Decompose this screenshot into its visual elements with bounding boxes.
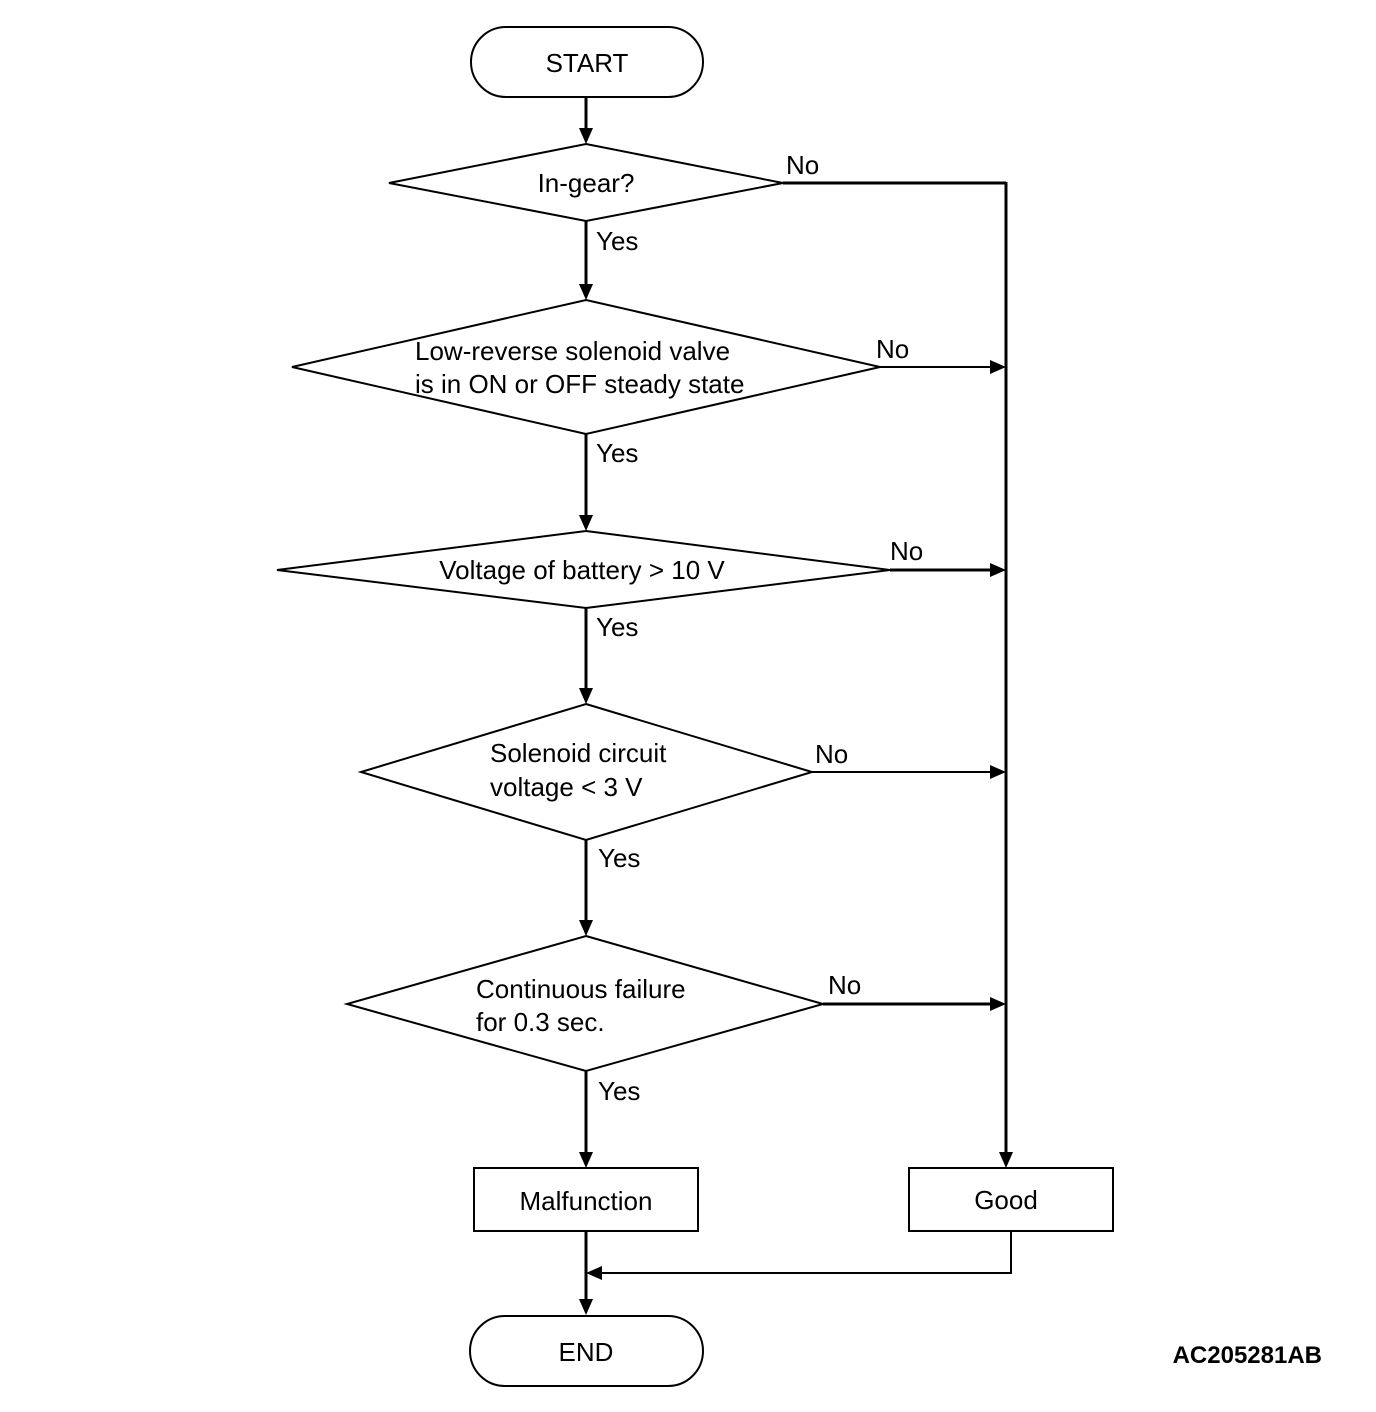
arrowhead: [579, 515, 593, 531]
decision-continuous-failure-text: Continuous failure for 0.3 sec.: [476, 974, 693, 1037]
no-label-2: No: [876, 334, 909, 364]
yes-label-5: Yes: [598, 1076, 640, 1106]
end-label: END: [559, 1337, 614, 1367]
arrowhead: [990, 360, 1006, 374]
arrowhead: [990, 563, 1006, 577]
no-label-1: No: [786, 150, 819, 180]
yes-label-3: Yes: [596, 612, 638, 642]
no-label-3: No: [890, 536, 923, 566]
arrowhead: [579, 920, 593, 936]
decision-in-gear-text: In-gear?: [538, 168, 635, 198]
arrowhead: [990, 765, 1006, 779]
end-terminal: [469, 1315, 704, 1387]
arrowhead: [990, 997, 1006, 1011]
arrowhead: [586, 1266, 602, 1280]
arrowhead: [999, 1152, 1013, 1168]
arrowhead: [579, 688, 593, 704]
decision-solenoid-steady-state: [291, 298, 881, 436]
arrowhead: [579, 284, 593, 300]
arrowhead: [579, 1299, 593, 1315]
decision-battery-voltage-text: Voltage of battery > 10 V: [439, 555, 725, 585]
no-label-4: No: [815, 739, 848, 769]
connector-good-to-merge: [600, 1231, 1012, 1274]
decision-circuit-voltage-text: Solenoid circuit voltage < 3 V: [490, 738, 674, 802]
good-label: Good: [974, 1185, 1038, 1215]
figure-reference-code: AC205281AB: [1173, 1342, 1322, 1369]
no-label-5: No: [828, 970, 861, 1000]
decision-solenoid-steady-state-text: Low-reverse solenoid valve is in ON or O…: [415, 336, 744, 399]
malfunction-label: Malfunction: [520, 1186, 653, 1216]
start-label: START: [546, 48, 629, 78]
yes-label-2: Yes: [596, 438, 638, 468]
yes-label-1: Yes: [596, 226, 638, 256]
arrowhead: [579, 1152, 593, 1168]
arrowhead: [579, 128, 593, 144]
good-box: [908, 1167, 1114, 1232]
yes-label-4: Yes: [598, 843, 640, 873]
